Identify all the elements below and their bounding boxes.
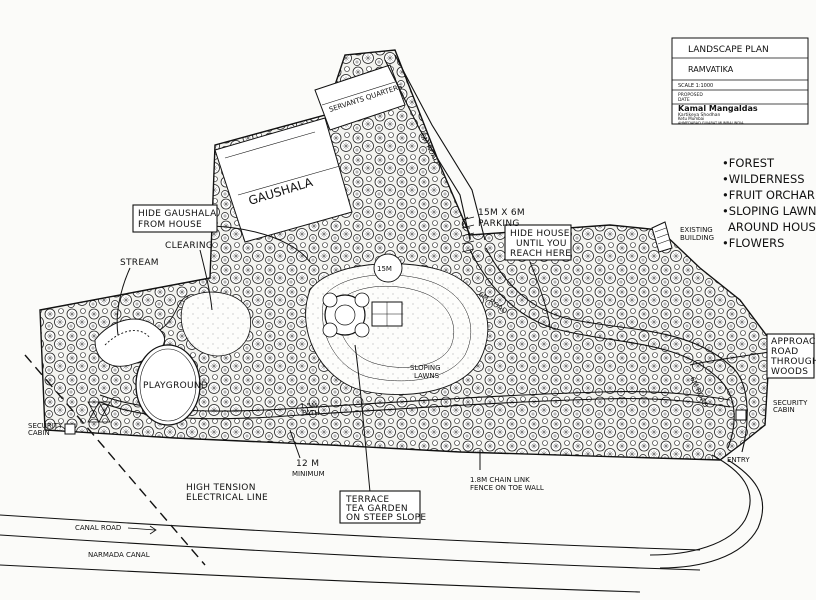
- label-approach-road: ROAD: [771, 347, 798, 357]
- label-clearing: CLEARING: [165, 241, 213, 251]
- label-terrace: ON STEEP SLOPE: [346, 513, 426, 523]
- tb-designer-sub3: AHMEDABAD GUJARAT MUMBAI INDIA: [678, 121, 744, 125]
- legend-item: •FOREST: [722, 156, 775, 170]
- security-cabin-right: [735, 409, 747, 421]
- tb-project: RAMVATIKA: [688, 65, 734, 74]
- label-path: 1.5M: [300, 402, 317, 410]
- label-15m: 15M: [377, 265, 392, 273]
- label-approach-road: WOODS: [771, 367, 808, 377]
- existing-building: [651, 221, 673, 253]
- tb-meta-1: PROPOSED: [678, 92, 703, 98]
- label-high-tension: ELECTRICAL LINE: [186, 493, 268, 503]
- servants-quarters-building: [314, 64, 406, 131]
- gaushala-building: [214, 117, 353, 243]
- label-sloping-lawns: LAWNS: [414, 372, 440, 380]
- label-security-cabin-right: SECURITY: [773, 399, 808, 407]
- tb-designer-sub1: Kartikeya Shodhan: [678, 112, 720, 118]
- legend-item: •FRUIT ORCHARDS: [722, 188, 816, 202]
- tb-designer: Kamal Mangaldas: [678, 104, 758, 113]
- label-existing-building: EXISTING: [680, 226, 713, 234]
- security-cabin-left: [64, 423, 76, 435]
- fifteen-m-circle: [373, 253, 403, 283]
- title-block: LANDSCAPE PLAN RAMVATIKA SCALE 1:1000 PR…: [671, 37, 809, 125]
- label-sloping-lawns: SLOPING: [410, 364, 441, 372]
- tb-title: LANDSCAPE PLAN: [688, 45, 769, 55]
- label-approach-road: THROUGH: [770, 357, 816, 367]
- clearing-area: [180, 291, 252, 357]
- legend: •FOREST •WILDERNESS •FRUIT ORCHARDS •SLO…: [722, 156, 816, 250]
- label-path: PATH: [302, 409, 320, 417]
- canal: [0, 514, 701, 593]
- label-chain-link: 1.8M CHAIN LINK: [470, 476, 530, 484]
- tb-designer-sub2: Ketu Mumbai: [678, 116, 704, 121]
- tb-scale: SCALE 1:1000: [678, 83, 713, 89]
- label-hide-gaushala: HIDE GAUSHALA: [138, 209, 217, 219]
- label-hide-house: HIDE HOUSE: [510, 229, 570, 239]
- label-existing-building: BUILDING: [680, 234, 714, 242]
- label-terrace: TEA GARDEN: [345, 504, 408, 514]
- label-security-cabin-right: CABIN: [773, 406, 795, 414]
- label-playground: PLAYGROUND: [143, 381, 208, 391]
- label-approach-road: APPROACH: [771, 337, 816, 347]
- label-entry: ENTRY: [727, 456, 750, 464]
- label-high-tension: HIGH TENSION: [186, 483, 256, 493]
- callout-boxes: [132, 204, 815, 524]
- label-12m: MINIMUM: [292, 470, 325, 478]
- label-parking: PARKING: [478, 219, 520, 229]
- label-chain-link: FENCE ON TOE WALL: [470, 484, 544, 492]
- label-hide-gaushala: FROM HOUSE: [138, 220, 202, 230]
- label-security-cabin-left: CABIN: [28, 429, 50, 437]
- label-security-cabin-left: SECURITY: [28, 422, 63, 430]
- high-tension-line: [24, 354, 206, 566]
- label-stream: STREAM: [120, 258, 159, 268]
- tb-meta-2: DATE: [678, 97, 690, 103]
- legend-item: •SLOPING LAWNS: [722, 204, 816, 218]
- legend-item: •FLOWERS: [722, 236, 784, 250]
- label-12m: 12 M: [296, 459, 319, 469]
- label-narmada-canal: NARMADA CANAL: [88, 551, 150, 559]
- main-house: [322, 292, 403, 338]
- playground: [135, 344, 201, 426]
- legend-item: •WILDERNESS: [722, 172, 805, 186]
- label-terrace: TERRACE: [345, 495, 389, 505]
- label-parking: 15M X 6M: [478, 208, 525, 218]
- label-hide-house: UNTIL YOU: [516, 239, 567, 249]
- road-network: [99, 54, 764, 569]
- legend-item: AROUND HOUSE: [728, 220, 816, 234]
- label-hide-house: REACH HERE: [510, 249, 571, 259]
- label-canal-road: CANAL ROAD: [75, 524, 121, 532]
- parking-area: [461, 216, 475, 253]
